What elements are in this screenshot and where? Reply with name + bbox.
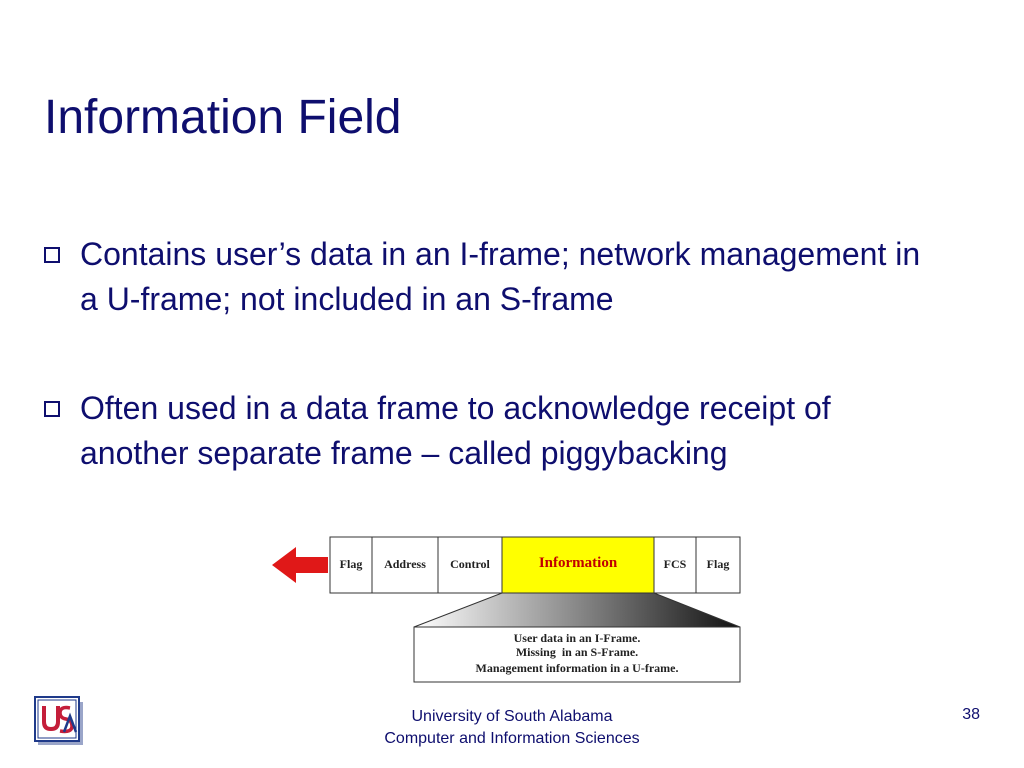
- field-label: Flag: [707, 557, 730, 571]
- detail-line: User data in an I-Frame.: [514, 631, 641, 645]
- expansion-gradient: [413, 592, 741, 628]
- flag-field-box: [329, 536, 373, 594]
- field-label: Address: [384, 557, 426, 571]
- bullet-item: Contains user’s data in an I-frame; netw…: [44, 232, 944, 322]
- bullet-text: Contains user’s data in an I-frame; netw…: [80, 236, 921, 317]
- bullet-item: Often used in a data frame to acknowledg…: [44, 386, 944, 476]
- detail-line: Management information in a U-frame.: [476, 661, 679, 675]
- field-label-information: Information: [539, 555, 618, 571]
- left-arrow-icon: [272, 547, 328, 583]
- slide-title: Information Field: [44, 91, 402, 144]
- hollow-square-bullet-icon: [44, 247, 60, 263]
- information-field-box: [501, 536, 655, 594]
- flag-field-box: [695, 536, 741, 594]
- footer-department: Computer and Information Sciences: [384, 730, 640, 748]
- field-label: FCS: [664, 557, 687, 571]
- footer: University of South Alabama Computer and…: [312, 706, 712, 751]
- hollow-square-bullet-icon: [44, 401, 60, 417]
- footer-university: University of South Alabama: [411, 708, 613, 725]
- frame-format-diagram: Flag Address Control Information FCS Fla…: [272, 536, 741, 683]
- information-detail-box: [413, 626, 741, 683]
- field-label: Control: [450, 557, 490, 571]
- usa-logo: [34, 696, 83, 745]
- fcs-field-box: [653, 536, 697, 594]
- field-label: Flag: [340, 557, 363, 571]
- detail-line: Missing in an S-Frame.: [516, 645, 638, 659]
- address-field-box: [371, 536, 439, 594]
- bullet-text: Often used in a data frame to acknowledg…: [80, 390, 831, 471]
- control-field-box: [437, 536, 503, 594]
- page-number: 38: [962, 706, 980, 723]
